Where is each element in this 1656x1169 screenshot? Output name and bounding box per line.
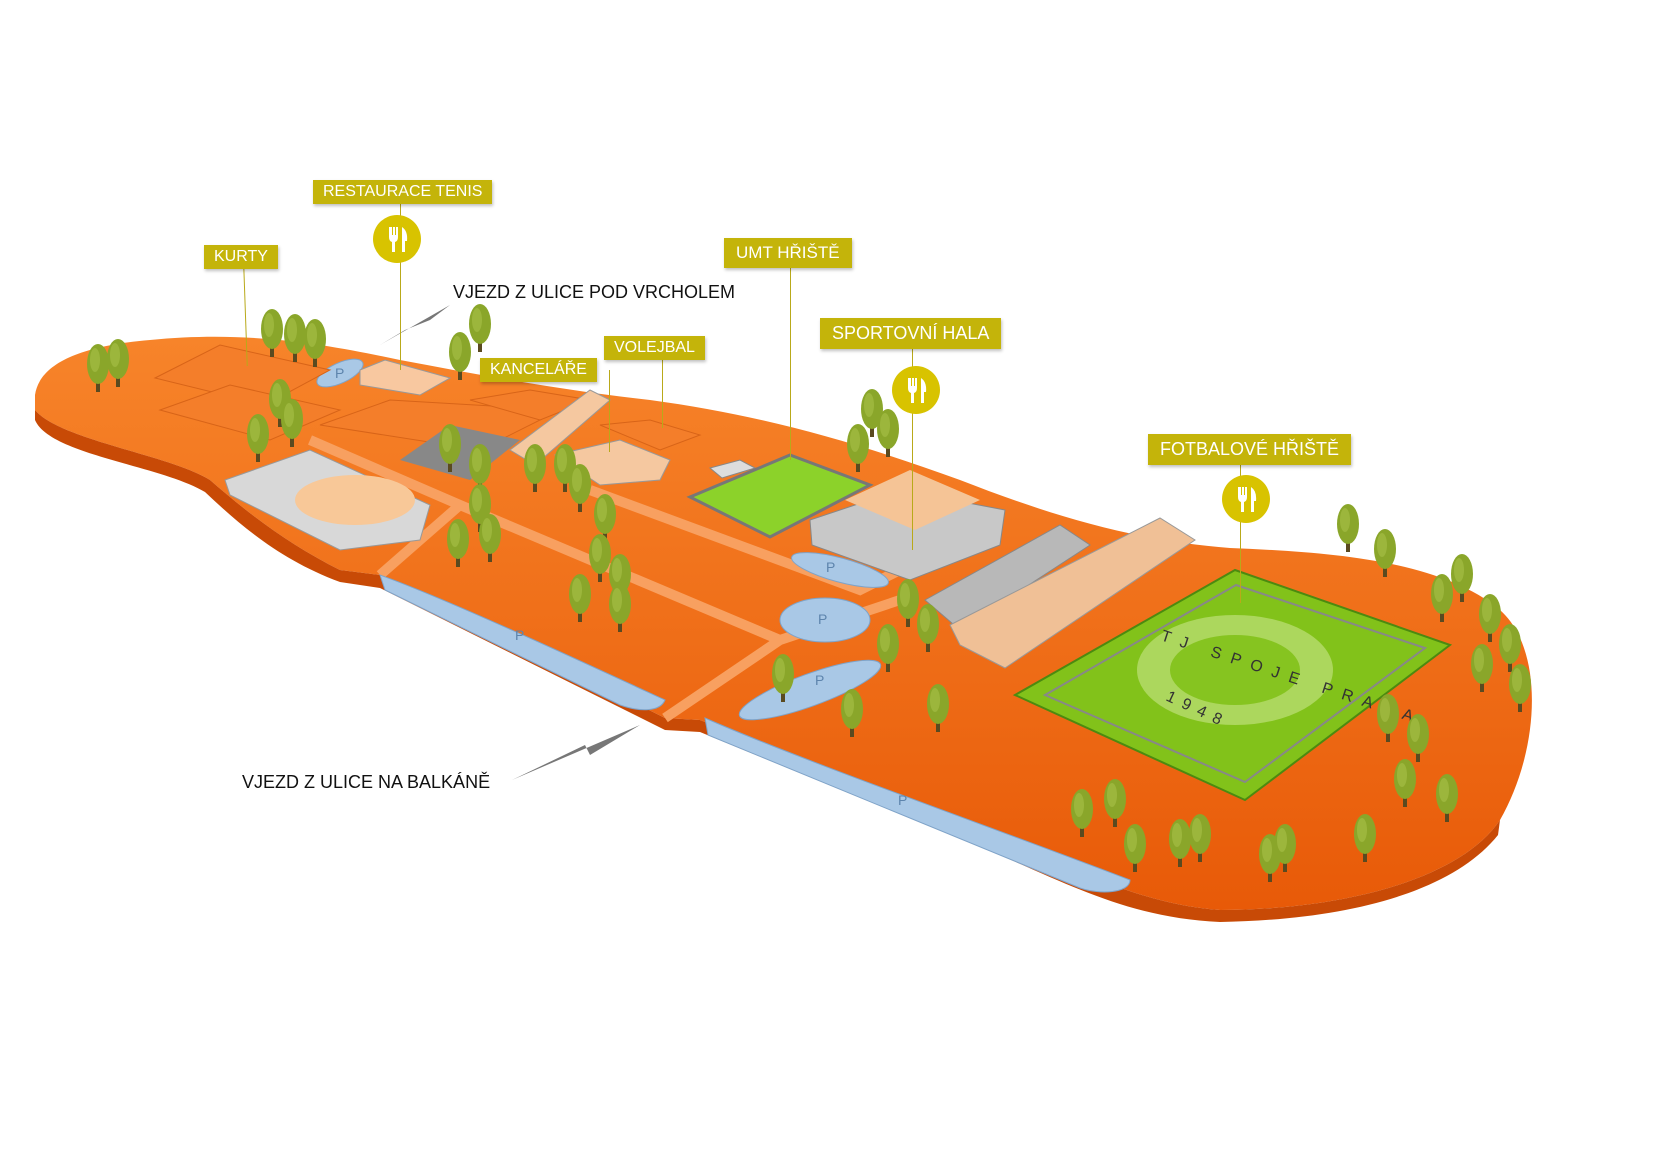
svg-text:P: P [515,627,524,643]
tree [861,389,883,437]
tree [569,464,591,512]
tree [281,399,303,447]
tree [897,579,919,627]
tree [917,604,939,652]
tree [772,654,794,702]
label-restaurace-tenis[interactable]: RESTAURACE TENIS [313,180,493,204]
tree [1374,529,1396,577]
tree [877,409,899,457]
tree [469,304,491,352]
parking-areas [316,358,1131,893]
tree [524,444,546,492]
tree [1431,574,1453,622]
tree [569,574,591,622]
tree [1189,814,1211,862]
svg-text:P: P [898,792,907,808]
tree [469,444,491,492]
tree [1394,759,1416,807]
tree [1354,814,1376,862]
football-field: TJ SPOJE PRAHA 1948 [1012,568,1453,802]
buildings [224,359,1196,669]
tree [847,424,869,472]
tree [469,484,491,532]
entrance-arrow-top [380,305,450,345]
pin-kancelare [609,370,610,452]
tree [1499,624,1521,672]
tree [1509,664,1531,712]
tree [1124,824,1146,872]
entrance-label-na-balkane: VJEZD Z ULICE NA BALKÁNĚ [242,772,491,792]
restaurant-icon[interactable] [1222,475,1270,523]
pin-umt [790,260,791,460]
tree [449,332,471,380]
tree [107,339,129,387]
pin-fotbal [1240,458,1241,603]
label-volejbal[interactable]: VOLEJBAL [604,336,705,360]
label-sportovni-hala[interactable]: SPORTOVNÍ HALA [820,318,1002,349]
pin-hala [912,342,913,550]
trees [87,304,1531,882]
label-kurty[interactable]: KURTY [204,245,278,269]
entrance-label-pod-vrcholem: VJEZD Z ULICE POD VRCHOLEM [453,282,736,302]
pin-volejbal [662,356,663,428]
parking-p-labels: P P P P P P [335,365,907,808]
umt-field [686,453,874,539]
entrance-arrow-bottom [512,725,640,780]
tree [1436,774,1458,822]
tree [609,584,631,632]
restaurant-icon[interactable] [892,366,940,414]
tree [447,519,469,567]
tree [87,344,109,392]
tree [1337,504,1359,552]
tree [1071,789,1093,837]
tree [1471,644,1493,692]
svg-text:P: P [335,365,344,381]
tree [1377,694,1399,742]
tree [1169,819,1191,867]
tree [284,314,306,362]
restaurant-icon[interactable] [373,215,421,263]
svg-text:P: P [826,559,835,575]
tree [304,319,326,367]
tree [841,689,863,737]
label-umt-hriste[interactable]: UMT HŘIŠTĚ [724,238,852,268]
tree [1104,779,1126,827]
tree [609,554,631,602]
tree [1407,714,1429,762]
tree [589,534,611,582]
tree [1479,594,1501,642]
tree [1451,554,1473,602]
label-kancelare[interactable]: KANCELÁŘE [480,358,597,382]
label-fotbalove-hriste[interactable]: FOTBALOVÉ HŘIŠTĚ [1148,434,1352,465]
tree [479,514,501,562]
pin-restaurace [400,200,401,370]
tree [594,494,616,542]
tree [1274,824,1296,872]
tree [247,414,269,462]
tree [877,624,899,672]
svg-text:P: P [815,672,824,688]
svg-text:P: P [818,611,827,627]
tree [927,684,949,732]
tree [261,309,283,357]
tree [439,424,461,472]
